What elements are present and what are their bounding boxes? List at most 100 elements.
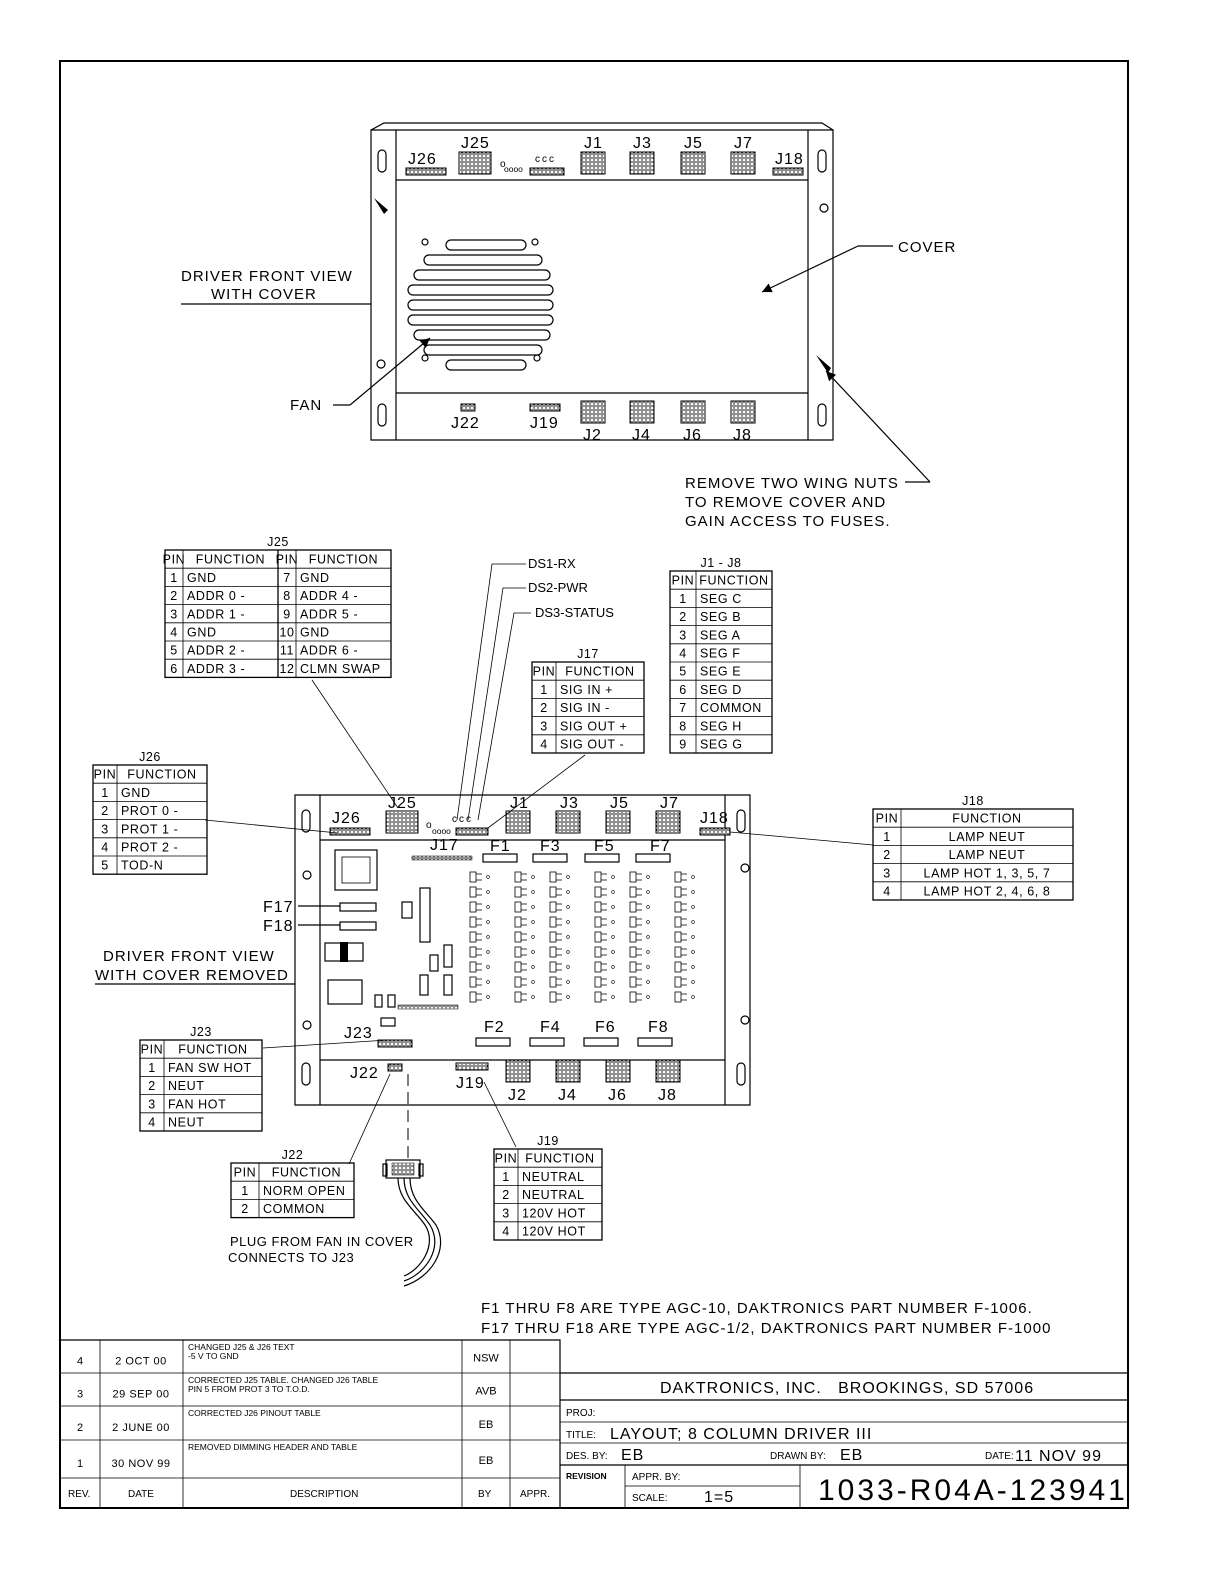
drawn-by-label: DRAWN BY: [770, 1451, 826, 1462]
driver-via [566, 950, 570, 954]
front-j5-label: J5 [684, 135, 703, 152]
revision-description-line1: CORRECTED J26 PINOUT TABLE [188, 1408, 321, 1418]
front-caption-line1: DRIVER FRONT VIEW [181, 268, 353, 285]
table-function-cell: SEG C [700, 592, 742, 606]
front-j2-label: J2 [583, 427, 602, 444]
driver-component [469, 916, 477, 928]
driver-via [566, 890, 570, 894]
table-pin-cell: 5 [170, 644, 178, 658]
driver-via [486, 920, 490, 924]
table-pin-cell: 8 [283, 589, 291, 603]
removed-led-ccc: ccc [452, 814, 473, 825]
driver-component-lead [601, 993, 607, 1001]
driver-component [549, 976, 557, 988]
driver-via [646, 950, 650, 954]
driver-component [674, 991, 682, 1003]
revision-date: 29 SEP 00 [113, 1389, 170, 1401]
table-function-cell: COMMON [700, 701, 762, 715]
revision-number: 2 [77, 1422, 83, 1434]
driver-component [514, 946, 522, 958]
driver-via [646, 995, 650, 999]
driver-component [674, 916, 682, 928]
table-pin-cell: 9 [283, 607, 291, 621]
removed-j25-label: J25 [388, 795, 417, 812]
revision-number: 1 [77, 1458, 83, 1470]
front-j7-label: J7 [734, 135, 753, 152]
driver-component [594, 871, 602, 883]
table-function-cell: 120V HOT [522, 1225, 586, 1239]
removed-j22-label: J22 [350, 1065, 379, 1082]
driver-component-lead [681, 873, 687, 881]
driver-via [691, 965, 695, 969]
driver-component-lead [601, 873, 607, 881]
removed-j5-label: J5 [610, 795, 629, 812]
table-header-cell: PIN [234, 1166, 257, 1180]
table-function-cell: SEG D [700, 683, 742, 697]
driver-component [629, 886, 637, 898]
driver-component-lead [556, 993, 562, 1001]
table-function-cell: SEG H [700, 719, 742, 733]
table-pin-cell: 6 [170, 662, 178, 676]
table-pin-cell: 2 [170, 589, 178, 603]
des-by-value: EB [621, 1447, 644, 1464]
table-header-cell: PIN [672, 574, 695, 588]
front-j6-label: J6 [683, 427, 702, 444]
revision-description-line2: -5 V TO GND [188, 1351, 239, 1361]
removed-j7-label: J7 [660, 795, 679, 812]
removed-j4-label: J4 [558, 1087, 577, 1104]
driver-via [531, 905, 535, 909]
fuse-f5-label: F5 [594, 838, 615, 855]
table-function-cell: ADDR 3 - [187, 662, 245, 676]
driver-via [611, 890, 615, 894]
table-header-cell: PIN [163, 553, 186, 567]
driver-via [691, 920, 695, 924]
table-pin-cell: 3 [148, 1097, 156, 1111]
front-j1-label: J1 [584, 135, 603, 152]
ds3-status-label: DS3-STATUS [535, 605, 614, 620]
driver-component [629, 901, 637, 913]
cover-label: COVER [898, 239, 956, 256]
driver-component [514, 871, 522, 883]
table-function-cell: SEG F [700, 647, 741, 661]
driver-component [594, 901, 602, 913]
driver-component-lead [521, 933, 527, 941]
revision-label: REVISION [566, 1471, 607, 1481]
driver-component [629, 976, 637, 988]
driver-via [611, 875, 615, 879]
removed-j2-label: J2 [508, 1087, 527, 1104]
table-function-cell: FAN HOT [168, 1097, 226, 1111]
fan-grille [407, 238, 554, 371]
driver-via [611, 980, 615, 984]
driver-via [611, 935, 615, 939]
wingnut-note-line1: REMOVE TWO WING NUTS [685, 475, 899, 492]
table-header-cell: FUNCTION [699, 574, 768, 588]
table-pin-cell: 3 [502, 1206, 510, 1220]
removed-caption-line1: DRIVER FRONT VIEW [103, 948, 275, 965]
proj-label: PROJ: [566, 1408, 595, 1419]
revision-description-line1: REMOVED DIMMING HEADER AND TABLE [188, 1442, 358, 1452]
table-function-cell: LAMP NEUT [949, 848, 1026, 862]
ds2-pwr-label: DS2-PWR [528, 580, 588, 595]
table-header-cell: FUNCTION [127, 768, 196, 782]
table-pin-cell: 1 [101, 786, 109, 800]
table-pin-cell: 12 [279, 662, 294, 676]
driver-via [531, 995, 535, 999]
table-header-cell: PIN [495, 1152, 518, 1166]
driver-component-lead [601, 903, 607, 911]
plug-note-line2: CONNECTS TO J23 [228, 1250, 354, 1265]
driver-via [486, 905, 490, 909]
driver-component-lead [681, 948, 687, 956]
driver-component [629, 961, 637, 973]
driver-via [646, 980, 650, 984]
driver-component [674, 961, 682, 973]
table-header-cell: FUNCTION [525, 1152, 594, 1166]
drawn-by-value: EB [840, 1447, 863, 1464]
table-function-cell: ADDR 6 - [300, 644, 358, 658]
